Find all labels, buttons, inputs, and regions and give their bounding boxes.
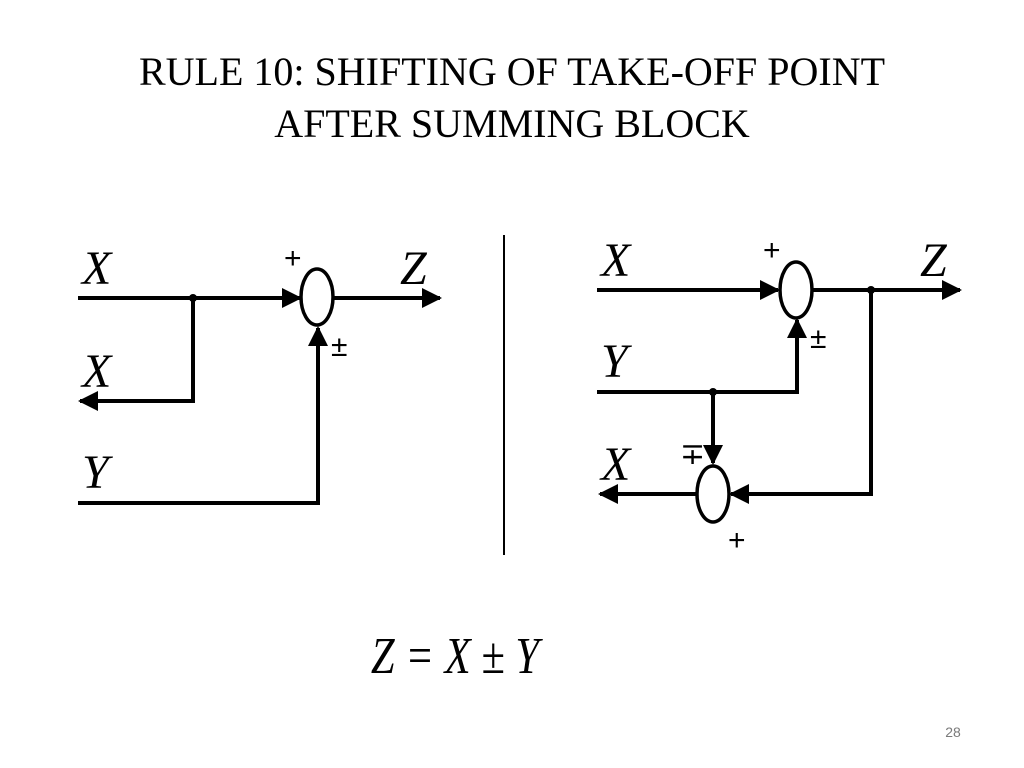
right-sum2-sign-top: ∓	[680, 438, 705, 471]
right-input-y-signal	[597, 318, 807, 394]
page-number: 28	[945, 724, 961, 740]
right-summing-point-1	[778, 260, 814, 320]
left-sum-sign-side: ±	[331, 330, 347, 363]
right-feedback-z-signal	[729, 290, 873, 504]
left-label-input-x: X	[80, 242, 113, 295]
left-diagram	[78, 267, 442, 505]
right-diagram	[597, 260, 962, 524]
right-label-input-x: X	[599, 234, 632, 287]
right-label-output-x: X	[599, 438, 632, 491]
left-label-branch-x: X	[80, 345, 113, 398]
summing-equation: Z = X ± Y	[370, 628, 540, 685]
left-summing-point	[299, 267, 335, 327]
title-line-2: AFTER SUMMING BLOCK	[274, 101, 750, 146]
title-line-1: RULE 10: SHIFTING OF TAKE-OFF POINT	[138, 49, 886, 94]
left-input-y-signal	[78, 326, 328, 505]
right-labels: X Z Y X + ± ∓ +	[599, 234, 948, 557]
right-sum1-sign-side: ±	[810, 322, 826, 355]
right-sum2-sign-bottom: +	[728, 524, 746, 557]
left-labels: X Z X Y + ±	[80, 242, 428, 499]
left-branch-x-signal	[78, 298, 195, 411]
right-label-input-y: Y	[601, 335, 632, 388]
right-label-output-z: Z	[920, 234, 948, 287]
left-label-input-y: Y	[82, 446, 113, 499]
left-label-output-z: Z	[400, 242, 428, 295]
left-sum-sign-top: +	[284, 242, 302, 275]
slide-title: RULE 10: SHIFTING OF TAKE-OFF POINT AFTE…	[0, 46, 1024, 150]
right-summing-point-2	[695, 464, 731, 524]
right-sum1-sign-top: +	[763, 234, 781, 267]
